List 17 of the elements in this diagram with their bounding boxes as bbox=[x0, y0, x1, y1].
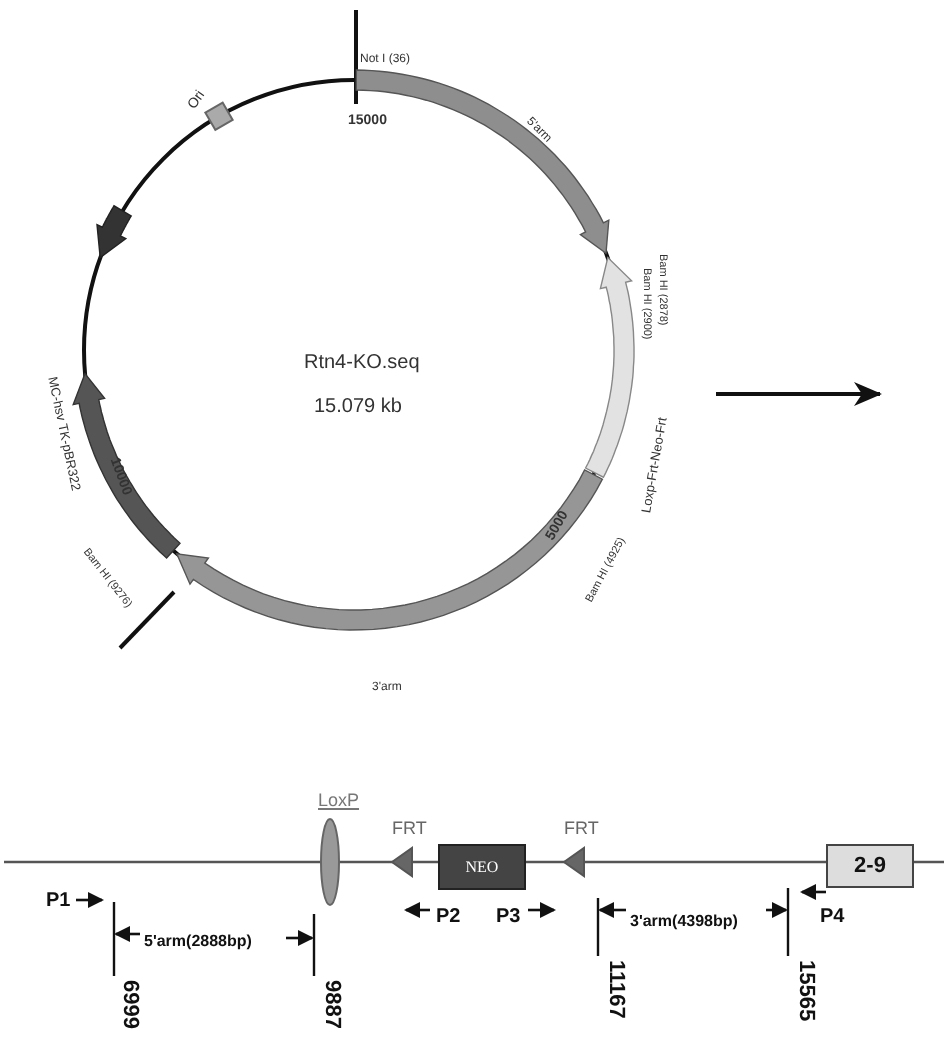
loxp-site-label: LoxP bbox=[318, 792, 360, 810]
exon-box: 2-9 bbox=[826, 844, 914, 888]
neo-cassette: NEO bbox=[438, 844, 526, 890]
primer-label: P4 bbox=[820, 908, 845, 928]
arm-label: 5'arm(2888bp) bbox=[144, 934, 252, 950]
position-label: 15565 bbox=[794, 960, 816, 1022]
frt-site-label: FRT bbox=[564, 820, 599, 838]
plasmid-size: 15.079 kb bbox=[314, 398, 402, 418]
position-label: 11167 bbox=[604, 960, 626, 1019]
primer-label: P2 bbox=[436, 908, 461, 928]
position-label: 9887 bbox=[320, 980, 342, 1029]
arm-label: 3'arm(4398bp) bbox=[630, 914, 738, 930]
primer-label: P3 bbox=[496, 908, 521, 928]
frt-site-label: FRT bbox=[392, 820, 427, 838]
primer-label: P1 bbox=[46, 892, 71, 912]
plasmid-name: Rtn4-KO.seq bbox=[304, 354, 420, 374]
position-label: 6999 bbox=[118, 980, 140, 1029]
